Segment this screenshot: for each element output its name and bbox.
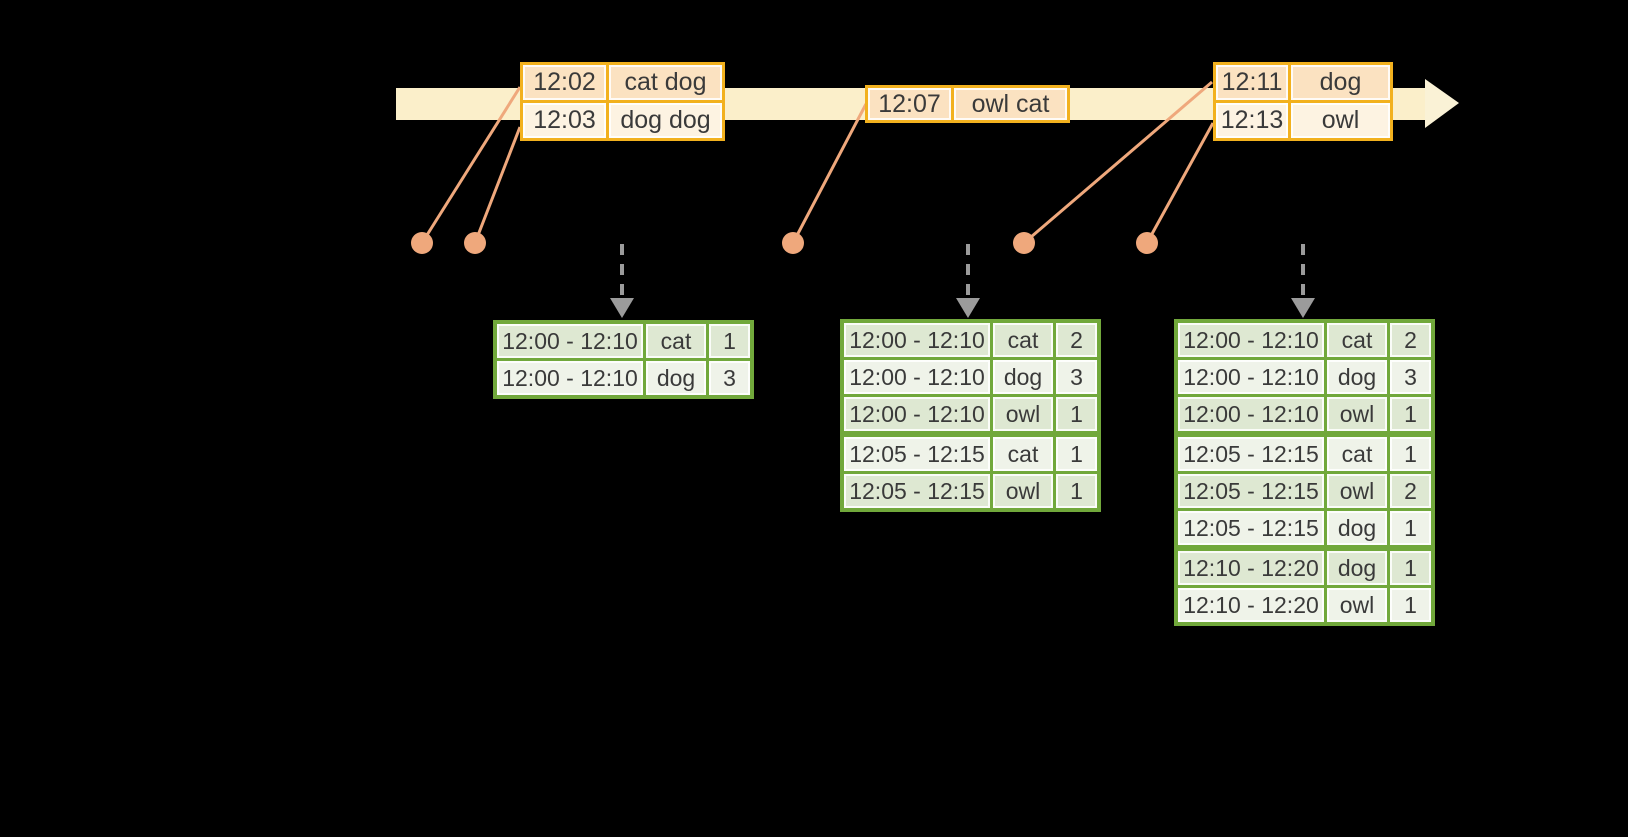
word-cell: cat — [993, 323, 1053, 357]
event-words-cell: dog — [1291, 65, 1390, 100]
event-words-cell: owl cat — [954, 88, 1067, 120]
event-time-cell: 12:03 — [523, 103, 606, 138]
word-cell: owl — [1327, 588, 1387, 622]
event-dot — [464, 232, 486, 254]
count-cell: 1 — [1390, 437, 1431, 471]
word-cell: dog — [646, 361, 706, 395]
count-cell: 1 — [1390, 397, 1431, 431]
window-cell: 12:00 - 12:10 — [1178, 360, 1324, 394]
word-cell: dog — [1327, 360, 1387, 394]
event-time-cell: 12:11 — [1216, 65, 1288, 100]
window-cell: 12:05 - 12:15 — [844, 437, 990, 471]
connector-line — [473, 126, 522, 244]
event-words-cell: owl — [1291, 103, 1390, 138]
connector-line — [1145, 122, 1215, 244]
window-cell: 12:00 - 12:10 — [844, 397, 990, 431]
event-time-cell: 12:02 — [523, 65, 606, 100]
window-cell: 12:00 - 12:10 — [844, 323, 990, 357]
count-cell: 1 — [1056, 397, 1097, 431]
count-cell: 1 — [1390, 551, 1431, 585]
count-cell: 2 — [1056, 323, 1097, 357]
word-cell: owl — [1327, 397, 1387, 431]
word-cell: owl — [1327, 474, 1387, 508]
trigger-arrowhead-icon — [1291, 298, 1315, 318]
word-cell: dog — [993, 360, 1053, 394]
event-dot — [411, 232, 433, 254]
window-cell: 12:00 - 12:10 — [497, 324, 643, 358]
event-dot — [782, 232, 804, 254]
word-cell: dog — [1327, 511, 1387, 545]
word-cell: dog — [1327, 551, 1387, 585]
word-cell: cat — [1327, 437, 1387, 471]
count-cell: 3 — [1056, 360, 1097, 394]
count-cell: 1 — [1056, 474, 1097, 508]
event-dot — [1136, 232, 1158, 254]
count-cell: 1 — [1056, 437, 1097, 471]
count-cell: 2 — [1390, 474, 1431, 508]
connector-line — [420, 86, 522, 244]
connector-line — [791, 103, 868, 244]
event-time-cell: 12:07 — [868, 88, 951, 120]
count-cell: 1 — [709, 324, 750, 358]
window-cell: 12:05 - 12:15 — [1178, 437, 1324, 471]
window-cell: 12:10 - 12:20 — [1178, 551, 1324, 585]
event-dot — [1013, 232, 1035, 254]
count-cell: 1 — [1390, 511, 1431, 545]
window-cell: 12:10 - 12:20 — [1178, 588, 1324, 622]
word-cell: cat — [646, 324, 706, 358]
word-cell: owl — [993, 397, 1053, 431]
word-cell: owl — [993, 474, 1053, 508]
event-words-cell: dog dog — [609, 103, 722, 138]
trigger-arrowhead-icon — [610, 298, 634, 318]
event-time-cell: 12:13 — [1216, 103, 1288, 138]
window-cell: 12:00 - 12:10 — [497, 361, 643, 395]
connector-line — [1023, 80, 1213, 245]
word-cell: cat — [1327, 323, 1387, 357]
count-cell: 3 — [1390, 360, 1431, 394]
count-cell: 1 — [1390, 588, 1431, 622]
window-cell: 12:00 - 12:10 — [1178, 397, 1324, 431]
window-cell: 12:00 - 12:10 — [1178, 323, 1324, 357]
window-cell: 12:00 - 12:10 — [844, 360, 990, 394]
word-cell: cat — [993, 437, 1053, 471]
trigger-arrowhead-icon — [956, 298, 980, 318]
timeline-arrowhead-icon — [1425, 79, 1459, 128]
count-cell: 2 — [1390, 323, 1431, 357]
count-cell: 3 — [709, 361, 750, 395]
window-cell: 12:05 - 12:15 — [1178, 474, 1324, 508]
window-cell: 12:05 - 12:15 — [844, 474, 990, 508]
window-cell: 12:05 - 12:15 — [1178, 511, 1324, 545]
event-words-cell: cat dog — [609, 65, 722, 100]
